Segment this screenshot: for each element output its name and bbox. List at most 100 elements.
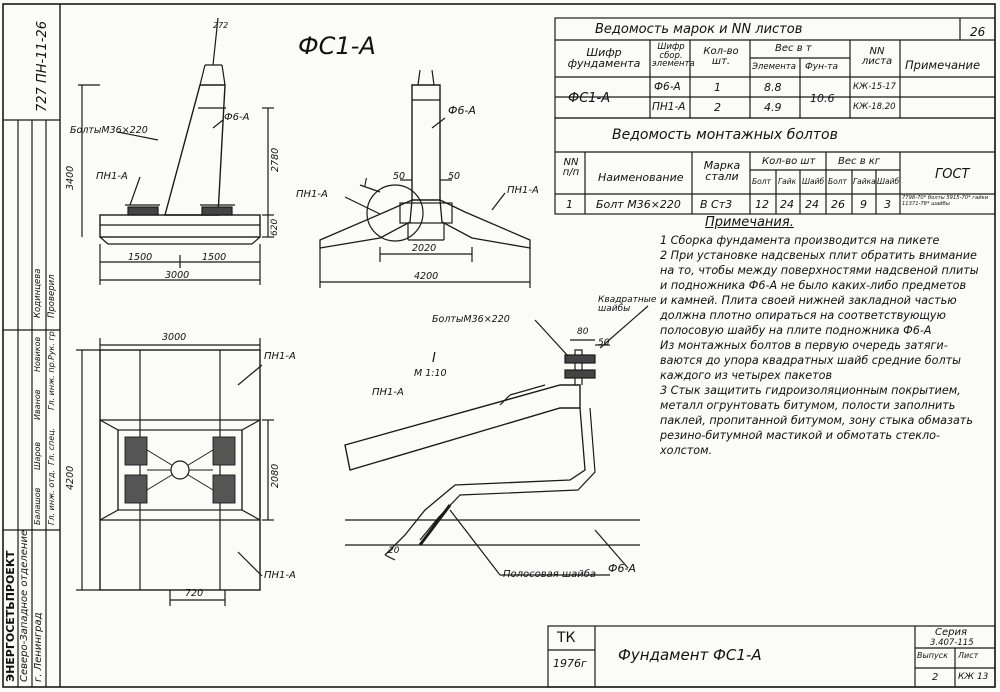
sheets-foundation: ФС1-А: [568, 91, 611, 106]
note-line: металл огрунтовать битумом, полости запо…: [660, 399, 956, 412]
dim-50-right: 50: [448, 171, 461, 182]
note-line: паклей, пропитанной битумом, зону стыка …: [660, 414, 973, 427]
stamp-approved-name: Кодинцева: [33, 268, 43, 318]
label-pn1a-detail: ПН1-А: [372, 387, 404, 398]
note-line: полосовую шайбу на плите подножника Ф6-А: [660, 324, 932, 337]
bolts-h-bolt: Болт: [752, 177, 771, 186]
sheets-h-foundation: Шифр фундамента: [567, 46, 641, 70]
label-f6a-view1: Ф6-А: [224, 112, 250, 123]
dim-4200-plan: 4200: [65, 465, 76, 490]
dim-80: 80: [577, 327, 589, 337]
label-pn1a-plan-bottom: ПН1-А: [264, 570, 296, 581]
sheets-row1-qty: 1: [714, 81, 721, 94]
stamp-name: Шаров: [33, 441, 42, 470]
dim-1500-left: 1500: [128, 252, 153, 263]
note-line: и подножника Ф6-А не было каких-либо пре…: [660, 279, 967, 292]
sheets-h-sheet: NN листа: [861, 46, 893, 67]
stamp-role: Гл. инж. отд.: [47, 469, 56, 525]
detail-scale: М 1:10: [414, 368, 447, 379]
bolts-h-w-nut: Гайка: [853, 177, 876, 186]
sheets-foundation-weight: 10.6: [810, 92, 835, 105]
note-line: ваются до упора квадратных шайб средние …: [660, 354, 961, 367]
title-series-label: Серия: [935, 627, 967, 638]
bolts-row-w-nut: 9: [860, 198, 867, 211]
title-org: ТК: [557, 630, 576, 646]
stamp-role: Гл. спец.: [47, 427, 56, 465]
note-line: и камней. Плита своей нижней закладной ч…: [660, 294, 957, 307]
label-pn1a-view1: ПН1-А: [96, 171, 128, 182]
bolts-h-washer: Шайб: [802, 177, 825, 186]
stamp-name: Балашов: [33, 487, 42, 525]
bolts-h-weight: Вес в кг: [838, 156, 881, 167]
stamp-city: г. Ленинград: [33, 612, 44, 682]
label-pn1a-view2-right: ПН1-А: [507, 185, 539, 196]
sheets-row1-element: Ф6-А: [654, 81, 681, 93]
dim-3400: 3400: [65, 165, 76, 190]
sheets-h-qty: Кол-во шт.: [703, 46, 739, 67]
note-line: должна плотно опираться на соответствующ…: [660, 309, 946, 322]
dim-3000-plan: 3000: [162, 332, 187, 343]
sheets-h-note: Примечание: [905, 58, 981, 72]
note-line: на то, чтобы между поверхностями надсвен…: [660, 264, 979, 277]
label-strip-washer: Полосовая шайба: [503, 569, 597, 580]
note-line: Из монтажных болтов в первую очередь зат…: [660, 339, 948, 352]
title-issue-label: Выпуск: [917, 651, 948, 660]
label-bolts-view1: БолтыМ36×220: [70, 125, 148, 136]
sheets-h-weight: Вес в т: [775, 43, 812, 54]
bolts-h-gost: ГОСТ: [935, 167, 970, 182]
bolts-row-gost: 7798-70* болты 5915-70* гайки 11371-78* …: [902, 195, 989, 207]
dim-620: 620: [270, 218, 280, 236]
label-square-washers: Квадратные шайбы: [598, 295, 657, 314]
sheets-row2-element: ПН1-А: [652, 101, 686, 113]
stamp-name: Иванов: [33, 389, 42, 420]
note-line: холстом.: [660, 444, 713, 457]
dim-720: 720: [185, 588, 204, 599]
sheets-row2-sheet: КЖ-18.20: [853, 102, 896, 112]
dim-2080: 2080: [270, 463, 281, 488]
title-sheet: КЖ 13: [958, 672, 989, 682]
sheets-h-element: Шифр сбор. элемента: [652, 42, 695, 69]
dim-20: 20: [388, 546, 400, 556]
label-f6a-view2: Ф6-А: [448, 104, 476, 117]
label-pn1a-plan-top: ПН1-А: [264, 351, 296, 362]
bolts-h-num: NN п/п: [562, 157, 580, 178]
title-year: 1976г: [553, 657, 587, 670]
title-series: 3.407-115: [930, 638, 974, 648]
bolts-row-name: Болт М36×220: [596, 198, 681, 211]
bolts-row-washers: 24: [805, 198, 819, 211]
dim-top-angle: 272: [213, 21, 229, 30]
dim-50-detail: 50: [598, 338, 610, 348]
note-line: 1 Сборка фундамента производится на пике…: [660, 234, 940, 247]
sheets-h-w-foundation: Фун-та: [805, 62, 838, 72]
stamp-role: Гл. инж. пр.: [47, 359, 56, 410]
sheet-number: 26: [970, 25, 986, 39]
bolts-h-name: Наименование: [598, 171, 684, 184]
note-line: 2 При установке надсвеных плит обратить …: [660, 249, 977, 262]
bolts-row-w-washer: 3: [884, 198, 891, 211]
notes-title: Примечания.: [705, 215, 794, 230]
sheets-row1-weight: 8.8: [764, 81, 782, 94]
title-issue: 2: [932, 672, 939, 683]
bolts-row-bolts: 12: [755, 198, 769, 211]
dim-50-left: 50: [393, 171, 406, 182]
stamp-role: Рук. гр.: [47, 328, 56, 360]
label-pn1a-view2-left: ПН1-А: [296, 189, 328, 200]
sheets-h-w-element: Элемента: [752, 62, 796, 72]
stamp-name: Новиков: [33, 336, 42, 372]
detail-title: I: [432, 351, 436, 366]
stamp-branch: Северо-Западное отделение: [19, 529, 30, 682]
dim-3000-front: 3000: [165, 270, 190, 281]
sheets-table-title: Ведомость марок и NN листов: [595, 22, 803, 37]
bolts-h-w-bolt: Болт: [828, 177, 847, 186]
callout-I: I: [364, 176, 368, 189]
sheets-row2-qty: 2: [714, 101, 721, 114]
drawing-title: ФС1-А: [298, 32, 376, 60]
sheets-row1-sheet: КЖ-15-17: [853, 82, 896, 92]
stamp-approved: Проверил: [47, 274, 57, 318]
dim-2780: 2780: [270, 147, 281, 172]
note-line: 3 Стык защитить гидроизоляционным покрыт…: [660, 384, 961, 397]
bolts-row-num: 1: [566, 198, 573, 211]
bolts-h-nut: Гайк: [778, 177, 797, 186]
